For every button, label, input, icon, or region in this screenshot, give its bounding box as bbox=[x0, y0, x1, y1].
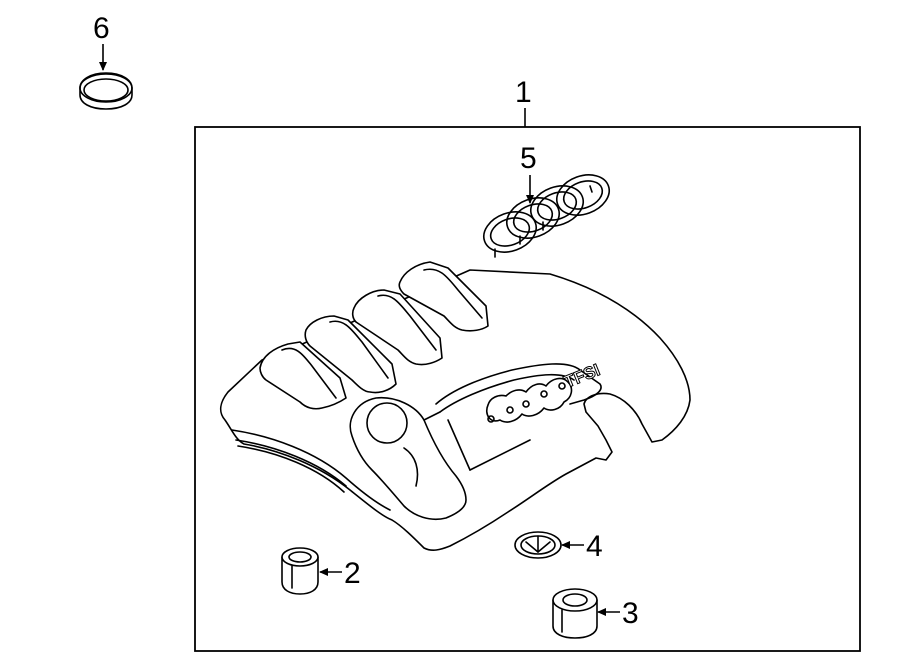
callout-5-number: 5 bbox=[520, 142, 537, 175]
callout-3-number: 3 bbox=[622, 597, 639, 630]
cap-part-6 bbox=[79, 72, 133, 110]
callout-2: 2 bbox=[319, 557, 361, 590]
rings-emblem-part-5 bbox=[483, 174, 610, 258]
callout-2-number: 2 bbox=[344, 557, 361, 590]
grommet-part-3 bbox=[552, 588, 598, 639]
assembly-frame bbox=[194, 126, 861, 652]
callout-6-number: 6 bbox=[93, 12, 110, 45]
clip-part-4 bbox=[514, 531, 562, 559]
cover-ridges bbox=[259, 261, 489, 410]
grommet-part-2 bbox=[281, 547, 319, 595]
callout-4: 4 bbox=[561, 530, 603, 563]
callout-6: 6 bbox=[93, 12, 110, 71]
callout-1: 1 bbox=[515, 76, 532, 127]
callout-1-number: 1 bbox=[515, 76, 532, 109]
callout-5: 5 bbox=[520, 142, 537, 204]
callout-3: 3 bbox=[597, 597, 639, 630]
engine-cover-part-1: TFSI bbox=[219, 261, 691, 551]
callout-4-number: 4 bbox=[586, 530, 603, 563]
